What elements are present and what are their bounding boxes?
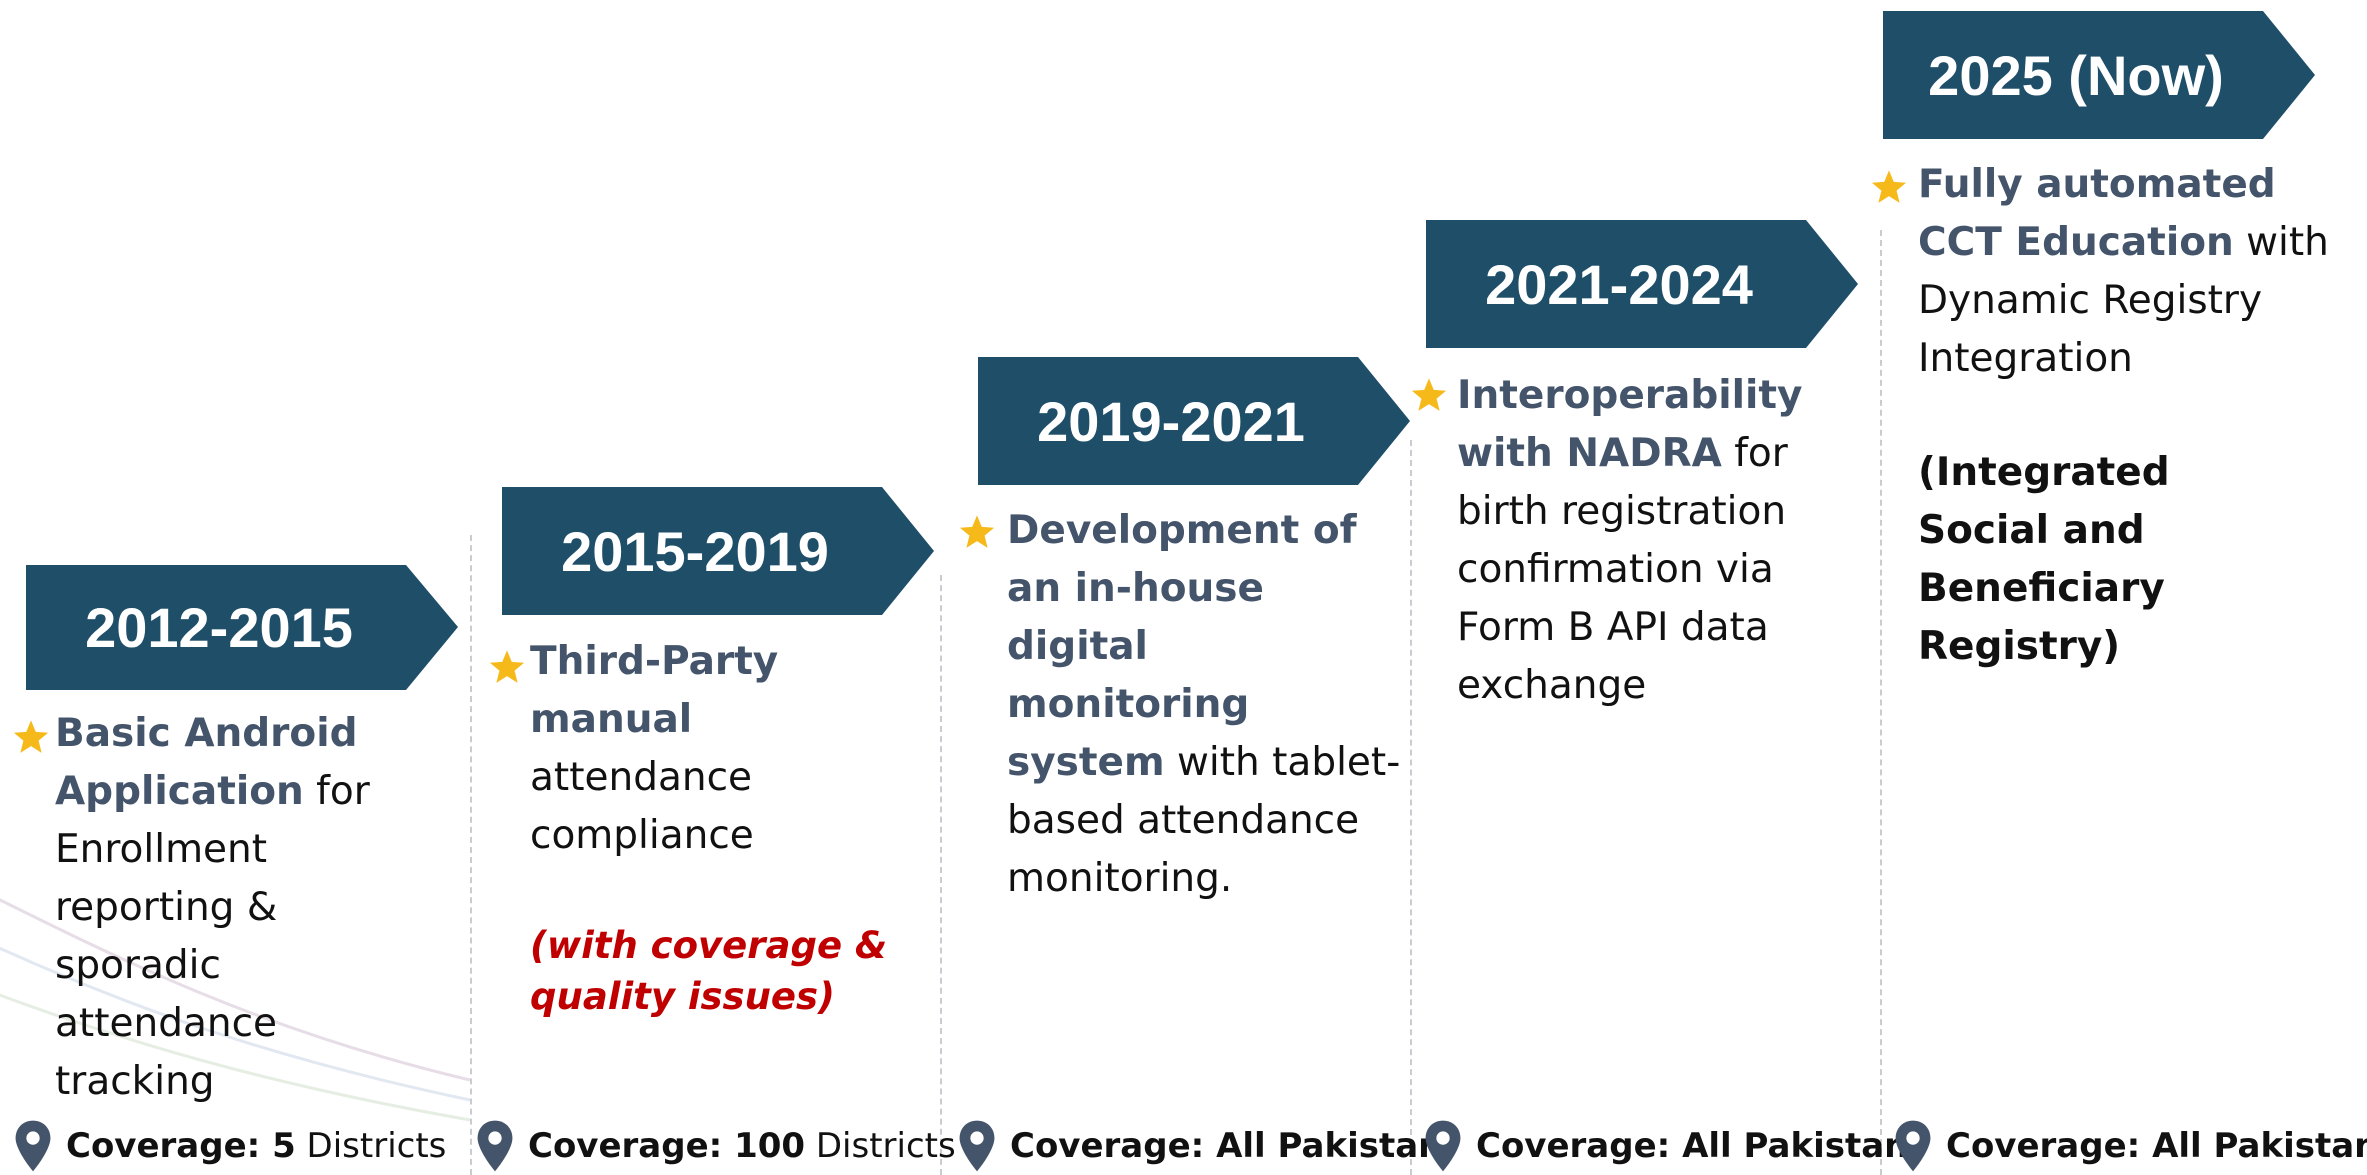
banner-arrow-shape (502, 487, 934, 615)
registry-note: (Integrated Social and Beneficiary Regis… (1918, 450, 2170, 669)
coverage-label: Coverage: All Pakistan (1476, 1126, 1909, 1166)
year-label: 2021-2024 (1485, 252, 1753, 316)
description-highlight: Development of an in-house digital monit… (1007, 508, 1357, 785)
description-text: for Enrollment reporting & sporadic atte… (55, 769, 370, 1104)
description-text: attendance compliance (530, 755, 754, 858)
description-highlight: Basic Android Application (55, 711, 358, 814)
star-icon (1871, 170, 1907, 203)
year-banner-2021-2024: 2021-2024 (1426, 220, 1858, 348)
coverage-label: Coverage: 5 (66, 1126, 296, 1166)
year-banner-2025-now: 2025 (Now) (1883, 11, 2315, 139)
star-icon (1411, 378, 1447, 411)
coverage-unit: Districts (805, 1126, 956, 1166)
coverage-label: Coverage: All Pakistan (1946, 1126, 2367, 1166)
coverage-row: Coverage: 100 Districts (476, 1120, 956, 1172)
year-label: 2012-2015 (85, 596, 353, 659)
year-label: 2025 (Now) (1928, 43, 2224, 107)
year-banner-2012-2015: 2012-2015 (26, 565, 458, 690)
map-pin-icon (15, 1120, 51, 1172)
stage-description: Basic Android Application for Enrollment… (55, 705, 440, 1111)
star-icon (959, 515, 995, 548)
description-text: for birth registration confirmation via … (1457, 431, 1788, 708)
map-pin-icon (1425, 1120, 1461, 1172)
banner-arrow-shape (26, 565, 458, 690)
description-text: with Dynamic Registry Integration (1918, 220, 2329, 381)
stage-divider (1410, 440, 1412, 1175)
banner-arrow-shape (1426, 220, 1858, 348)
banner-arrow-shape (978, 357, 1410, 485)
stage-divider (470, 535, 472, 1175)
year-label: 2015-2019 (561, 519, 829, 583)
coverage-row: Coverage: All Pakistan (1894, 1120, 2367, 1172)
description-highlight: Fully automated CCT Education (1918, 162, 2276, 265)
stage-divider (1880, 230, 1882, 1175)
banner-arrow-shape (1883, 11, 2315, 139)
star-icon (13, 720, 49, 753)
description-highlight: Interoperability with NADRA (1457, 373, 1803, 476)
map-pin-icon (959, 1120, 995, 1172)
coverage-unit: Districts (295, 1126, 447, 1166)
stage-description: Development of an in-house digital monit… (1007, 502, 1402, 908)
quality-issue-note: (with coverage & quality issues) (530, 924, 888, 1018)
map-pin-icon (1895, 1120, 1931, 1172)
stage-description: Fully automated CCT Education with Dynam… (1918, 156, 2338, 388)
coverage-row: Coverage: All Pakistan (1424, 1120, 1908, 1172)
stage-description: Third-Party manual attendance compliance (530, 633, 870, 865)
year-label: 2019-2021 (1037, 389, 1305, 453)
coverage-label: Coverage: All Pakistan (1010, 1126, 1443, 1166)
description-text: with tablet-based attendance monitoring. (1007, 740, 1401, 901)
year-banner-2015-2019: 2015-2019 (502, 487, 934, 615)
star-icon (489, 650, 525, 683)
coverage-label: Coverage: 100 (528, 1126, 806, 1166)
year-banner-2019-2021: 2019-2021 (978, 357, 1410, 485)
stage-divider (940, 575, 942, 1175)
coverage-row: Coverage: 5 Districts (14, 1120, 446, 1172)
stage-description: Interoperability with NADRA for birth re… (1457, 367, 1852, 715)
map-pin-icon (477, 1120, 513, 1172)
description-highlight: Third-Party manual (530, 639, 779, 742)
coverage-row: Coverage: All Pakistan (958, 1120, 1442, 1172)
